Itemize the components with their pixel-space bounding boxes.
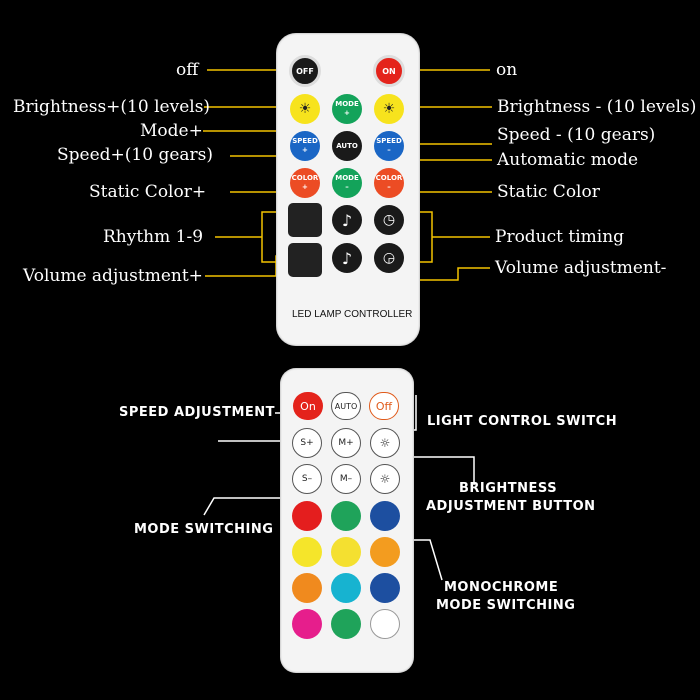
music-note-minus-icon[interactable]: ♪ xyxy=(332,243,362,273)
on-button[interactable]: ON xyxy=(373,55,405,87)
speed-plus-label: SPEED + xyxy=(292,137,318,154)
label-light-control: LIGHT CONTROL SWITCH xyxy=(427,414,618,429)
color-button-7[interactable] xyxy=(292,573,322,603)
auto-button-2[interactable]: AUTO xyxy=(331,392,361,420)
label-speed-plus: Speed+(10 gears) xyxy=(57,145,214,165)
auto-label: AUTO xyxy=(336,141,358,150)
label-volume-minus: Volume adjustment- xyxy=(495,258,667,278)
color-minus-button[interactable]: COLOR – xyxy=(374,168,404,198)
label-static: Static Color xyxy=(497,182,600,202)
color-plus-button[interactable]: COLOR + xyxy=(290,168,320,198)
color-button-5[interactable] xyxy=(331,537,361,567)
off-button-2[interactable]: Off xyxy=(369,392,399,420)
label-brightness-minus: Brightness - (10 levels) xyxy=(497,97,697,117)
color-minus-label: COLOR – xyxy=(375,174,403,191)
speed-minus-label: SPEED – xyxy=(376,137,402,154)
label-brightness-adjust-2: ADJUSTMENT BUTTON xyxy=(426,499,596,514)
color-plus-label: COLOR + xyxy=(291,174,319,191)
color-button-6[interactable] xyxy=(370,537,400,567)
brightness-plus-button[interactable]: ☀ xyxy=(290,94,320,124)
led-lamp-remote: OFF ON ☀ MODE + ☀ SPEED + AUTO SPEED – C… xyxy=(276,33,420,346)
rgb-remote: On AUTO Off S+ M+ ☼ S– M– ☼ xyxy=(280,368,414,673)
remote-title: LED LAMP CONTROLLER xyxy=(292,309,413,320)
brightness-down-button[interactable]: ☼ xyxy=(370,464,400,494)
speed-minus-button[interactable]: SPEED – xyxy=(374,131,404,161)
on-button-2[interactable]: On xyxy=(293,392,323,420)
brightness-up-button[interactable]: ☼ xyxy=(370,428,400,458)
speed-plus-button-2[interactable]: S+ xyxy=(292,428,322,458)
color-button-10[interactable] xyxy=(292,609,322,639)
color-button-2[interactable] xyxy=(331,501,361,531)
on-button-label: ON xyxy=(382,66,396,76)
label-mode-switching: MODE SWITCHING xyxy=(134,522,274,537)
label-speed-adjustment: SPEED ADJUSTMENT xyxy=(119,405,276,420)
mode-plus-button-2[interactable]: M+ xyxy=(331,428,361,458)
mode-minus-button[interactable]: MODE – xyxy=(332,168,362,198)
s-plus-label: S+ xyxy=(300,438,314,448)
label-on: on xyxy=(496,60,518,80)
label-static-plus: Static Color+ xyxy=(89,182,207,202)
label-rhythm: Rhythm 1-9 xyxy=(103,227,204,247)
color-button-3[interactable] xyxy=(370,501,400,531)
off-button-label: OFF xyxy=(296,66,314,76)
color-button-11[interactable] xyxy=(331,609,361,639)
color-button-9[interactable] xyxy=(370,573,400,603)
off-button[interactable]: OFF xyxy=(289,55,321,87)
label-monochrome-1: MONOCHROME xyxy=(444,580,559,595)
label-brightness-adjust-1: BRIGHTNESS xyxy=(459,481,558,496)
mode-plus-label: MODE + xyxy=(335,100,359,117)
mode-plus-button[interactable]: MODE + xyxy=(332,94,362,124)
mode-minus-button-2[interactable]: M– xyxy=(331,464,361,494)
color-button-1[interactable] xyxy=(292,501,322,531)
on-button-2-label: On xyxy=(300,399,316,413)
label-monochrome-2: MODE SWITCHING xyxy=(436,598,576,613)
mode-minus-label: MODE – xyxy=(335,174,359,191)
label-speed-minus: Speed - (10 gears) xyxy=(497,125,656,145)
auto-button[interactable]: AUTO xyxy=(332,131,362,161)
m-minus-label: M– xyxy=(339,474,353,484)
label-off: off xyxy=(176,60,199,80)
clock-2h-icon[interactable]: ◶ xyxy=(374,243,404,273)
label-automatic: Automatic mode xyxy=(497,150,639,170)
off-button-2-label: Off xyxy=(375,399,393,413)
label-brightness-plus: Brightness+(10 levels) xyxy=(13,97,211,117)
m-plus-label: M+ xyxy=(338,438,354,448)
label-mode-plus: Mode+ xyxy=(140,121,203,141)
music-note-icon[interactable]: ♪ xyxy=(332,205,362,235)
s-minus-label: S– xyxy=(301,474,313,484)
rhythm-button-2[interactable] xyxy=(288,243,322,277)
auto-button-2-label: AUTO xyxy=(334,401,358,411)
speed-plus-button[interactable]: SPEED + xyxy=(290,131,320,161)
speed-minus-button-2[interactable]: S– xyxy=(292,464,322,494)
label-volume-plus: Volume adjustment+ xyxy=(23,266,203,286)
rhythm-button-1[interactable] xyxy=(288,203,322,237)
label-timing: Product timing xyxy=(495,227,625,247)
clock-icon[interactable]: ◷ xyxy=(374,205,404,235)
color-button-8[interactable] xyxy=(331,573,361,603)
color-button-4[interactable] xyxy=(292,537,322,567)
brightness-minus-button[interactable]: ☀ xyxy=(374,94,404,124)
color-button-12[interactable] xyxy=(370,609,400,639)
